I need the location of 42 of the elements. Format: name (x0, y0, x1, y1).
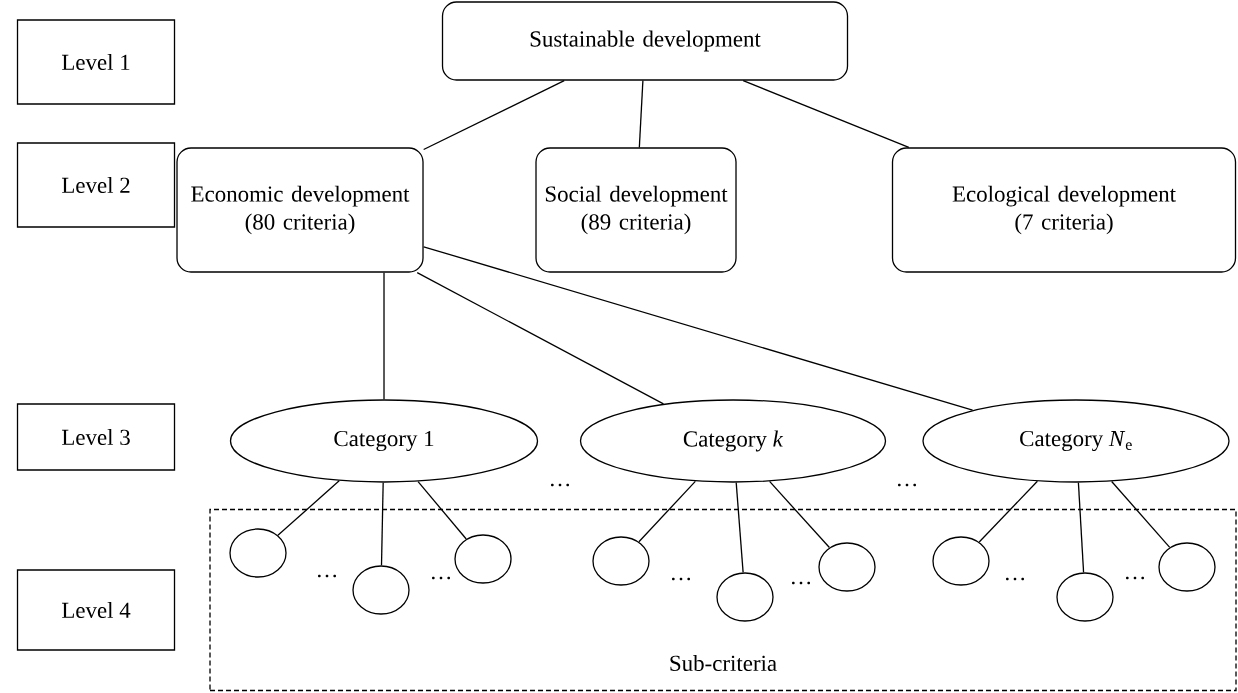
dashed-region (209, 508, 1237, 692)
connector-line (638, 480, 696, 543)
ellipsis: … (431, 576, 451, 580)
rounded-box: Economic development (80 criteria) (176, 147, 424, 273)
connector-line (742, 80, 910, 148)
connector-line (277, 480, 340, 536)
ellipsis: … (317, 574, 337, 578)
connector-line (416, 272, 665, 405)
connector-line (417, 480, 467, 540)
rounded-box: Ecological development (7 criteria) (891, 147, 1237, 273)
ellipsis: … (897, 483, 917, 487)
sub-criterion-circle (229, 528, 287, 578)
sub-criterion-circle (1158, 542, 1216, 592)
sub-criterion-circle (716, 572, 774, 622)
sub-criterion-circle (932, 536, 990, 586)
level-box: Level 1 (16, 19, 176, 105)
connector-line (1111, 480, 1171, 548)
sub-criterion-circle (352, 565, 410, 615)
level-box: Level 3 (16, 403, 176, 471)
ellipsis: … (791, 581, 811, 585)
level-box: Level 2 (16, 142, 176, 228)
sub-criterion-circle (1056, 572, 1114, 622)
sub-criterion-circle (592, 536, 650, 586)
ellipsis: … (550, 483, 570, 487)
ellipsis: … (671, 577, 691, 581)
connector-line (380, 482, 384, 566)
region-label: Sub-criteria (670, 654, 777, 672)
ellipsis: … (1005, 577, 1025, 581)
ellipsis: … (1125, 576, 1145, 580)
connector-line (1077, 482, 1085, 573)
connector-line (978, 480, 1039, 543)
connector-line (638, 80, 644, 148)
connector-line (423, 246, 974, 411)
connector-line (735, 482, 744, 574)
sub-criterion-circle (454, 534, 512, 584)
connector-line (768, 480, 831, 549)
connector-line (383, 272, 385, 400)
rounded-box: Sustainable development (441, 1, 849, 81)
connector-line (423, 80, 565, 151)
level-box: Level 4 (16, 569, 176, 651)
sub-criterion-circle (818, 542, 876, 592)
rounded-box: Social development (89 criteria) (535, 147, 737, 273)
